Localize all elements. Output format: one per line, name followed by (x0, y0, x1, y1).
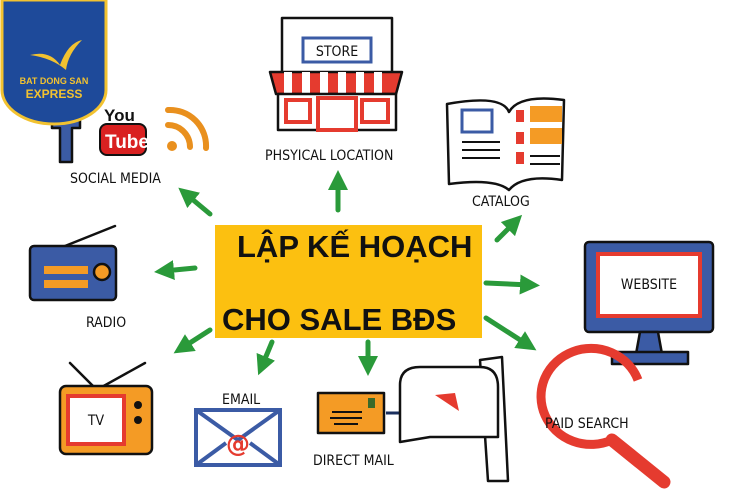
youtube-you-text: You (104, 106, 135, 125)
svg-text:@: @ (226, 430, 250, 458)
website-monitor-icon: WEBSITE (583, 240, 715, 366)
arrow-website (483, 274, 540, 295)
catalog-book-icon: CATALOG (445, 97, 566, 210)
direct-mail-label: DIRECT MAIL (313, 453, 394, 469)
arrow-social-media (178, 187, 213, 217)
store-icon: STORE PHSYICAL LOCATION (265, 16, 404, 164)
website-label: WEBSITE (621, 277, 677, 293)
social-media-group: You Tube SOCIAL MEDIA (50, 106, 210, 187)
logo: BAT DONG SAN EXPRESS (0, 0, 108, 126)
arrows (154, 170, 540, 376)
facebook-icon (50, 118, 82, 164)
email-label: EMAIL (222, 392, 260, 408)
center-title-line2: CHO SALE BĐS (222, 302, 456, 337)
physical-location-label: PHSYICAL LOCATION (265, 148, 393, 164)
arrow-tv (173, 327, 213, 354)
radio-label: RADIO (86, 315, 126, 331)
youtube-tube-text: Tube (105, 132, 149, 153)
youtube-icon (99, 123, 147, 156)
radio-icon: RADIO (28, 224, 126, 331)
center-title-line1: LẬP KẾ HOẠCH (237, 228, 472, 264)
center-title-box: LẬP KẾ HOẠCH CHO SALE BĐS (215, 225, 482, 338)
social-media-label: SOCIAL MEDIA (70, 171, 161, 187)
logo-line2: EXPRESS (26, 87, 83, 101)
arrow-paid-search (483, 315, 537, 351)
arrow-email (256, 339, 276, 376)
paid-search-label: PAID SEARCH (545, 416, 629, 432)
arrow-catalog (494, 214, 523, 243)
arrow-radio (154, 260, 198, 280)
store-sign-text: STORE (316, 44, 358, 60)
paid-search-magnifier-icon: PAID SEARCH (536, 343, 671, 489)
tv-label: TV (87, 413, 105, 429)
direct-mail-icon: DIRECT MAIL (313, 355, 510, 483)
tv-icon: TV (58, 361, 154, 456)
logo-bird-icon (30, 40, 82, 70)
logo-line1: BAT DONG SAN (20, 76, 89, 86)
rss-icon (165, 106, 210, 151)
catalog-label: CATALOG (472, 194, 530, 210)
email-envelope-icon: EMAIL @ (194, 392, 282, 467)
